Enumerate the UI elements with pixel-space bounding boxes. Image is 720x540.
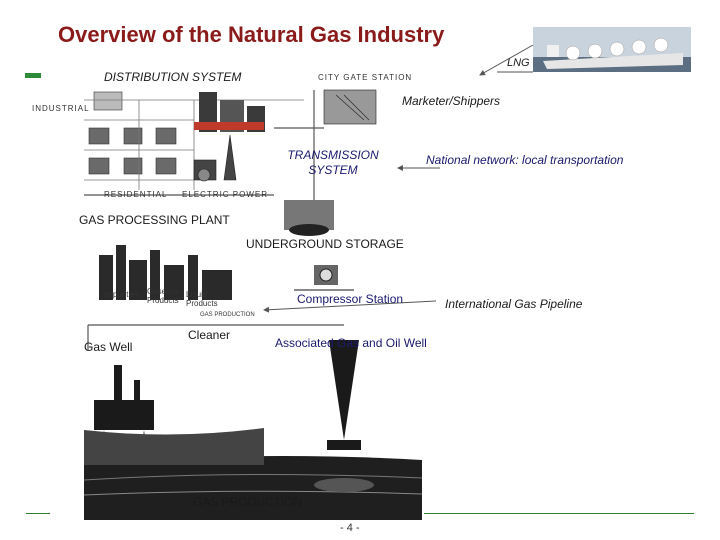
gas-well-label: Gas Well [84, 340, 132, 354]
footer-rule-right [424, 513, 694, 514]
gaseous-products-label: Gaseous Products [147, 287, 181, 305]
cleaner-label: Cleaner [188, 328, 230, 342]
industrial-label: INDUSTRIAL [32, 104, 90, 113]
impurities-label: Impurities [104, 290, 139, 299]
footer-rule-left [26, 513, 50, 514]
separator-label: Separator [277, 396, 299, 405]
distribution-system-label: DISTRIBUTION SYSTEM [104, 70, 241, 84]
international-gas-pipeline-label: International Gas Pipeline [445, 297, 582, 311]
national-network-label: National network: local transportation [426, 153, 623, 167]
underground-storage-label: UNDERGROUND STORAGE [246, 237, 404, 251]
marketer-shippers-label: Marketer/Shippers [402, 94, 500, 108]
residential-label: RESIDENTIAL [104, 190, 167, 199]
page-number: - 4 - [340, 522, 360, 534]
compressor-station-label: Compressor Station [297, 292, 403, 306]
liquid-products-label: Liquid Products [186, 290, 222, 308]
transmission-system-label: TRANSMISSION SYSTEM [283, 148, 383, 178]
city-gate-station-label: CITY GATE STATION [318, 73, 412, 82]
gas-production-label: GAS PRODUCTION [193, 495, 302, 509]
associated-gas-oil-well-label: Associated Gas and Oil Well [275, 336, 427, 350]
electric-power-label: ELECTRIC POWER [182, 190, 268, 199]
gas-production-small-label: GAS PRODUCTION [200, 311, 255, 320]
lng-label: LNG [507, 57, 530, 69]
gas-processing-plant-label: GAS PROCESSING PLANT [79, 213, 230, 227]
